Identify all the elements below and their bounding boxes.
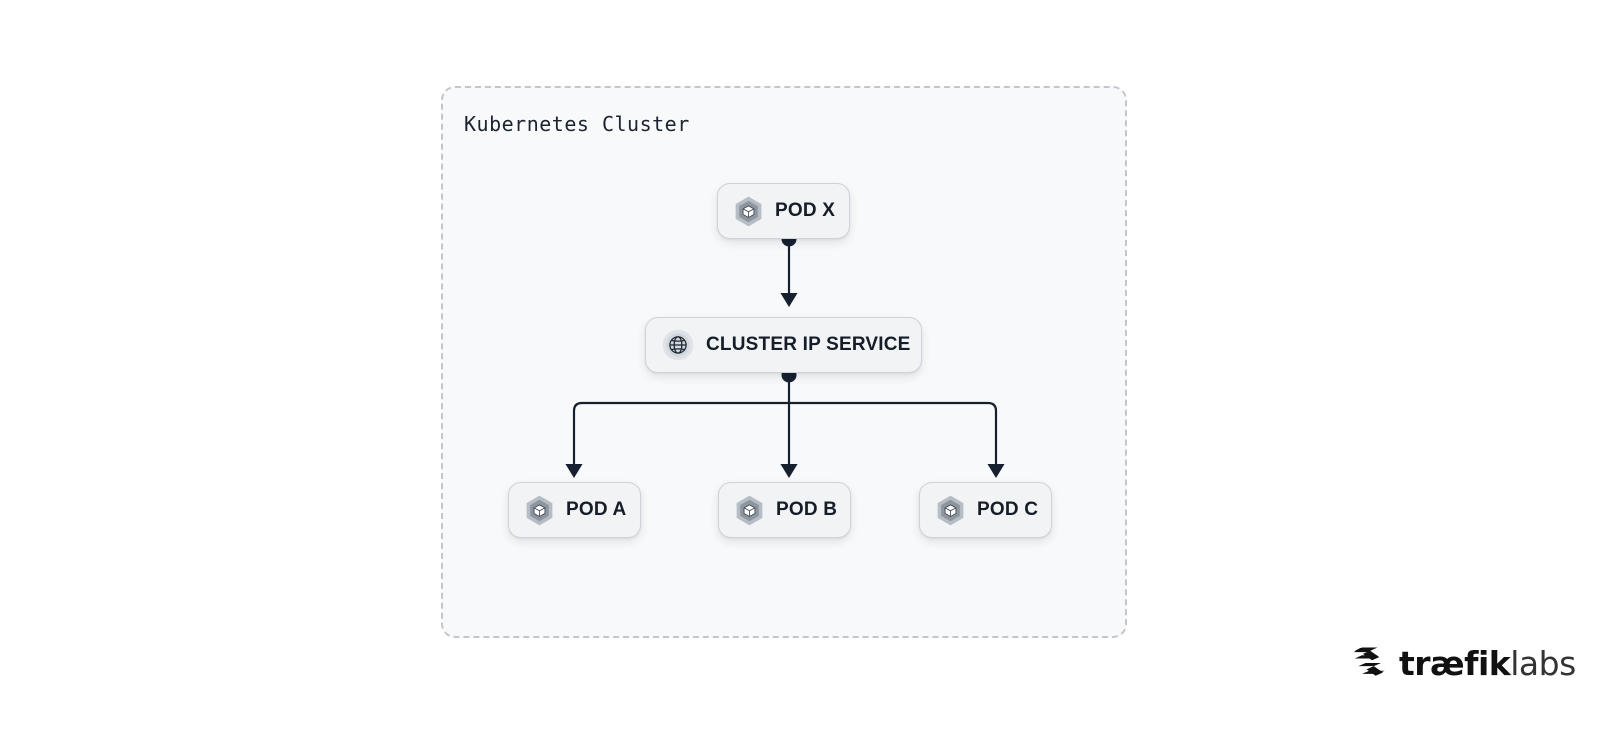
traefik-chevrons-icon — [1352, 647, 1399, 679]
node-label: POD X — [775, 200, 836, 221]
cluster-title: Kubernetes Cluster — [464, 112, 690, 136]
node-label: POD C — [977, 499, 1039, 520]
logo-wordmark: træfiklabs — [1399, 647, 1576, 680]
node-cluster-ip-service[interactable]: CLUSTER IP SERVICE — [645, 317, 922, 373]
kubernetes-pod-hexagon-icon — [733, 494, 766, 527]
node-pod-b[interactable]: POD B — [718, 482, 851, 538]
node-pod-c[interactable]: POD C — [919, 482, 1052, 538]
logo-brand-light: labs — [1510, 643, 1576, 683]
logo-brand-bold: træfik — [1399, 643, 1511, 683]
node-label: CLUSTER IP SERVICE — [706, 334, 911, 355]
kubernetes-pod-hexagon-icon — [934, 494, 967, 527]
traefik-labs-logo: træfiklabs — [1352, 643, 1576, 683]
globe-icon — [660, 327, 696, 363]
kubernetes-pod-hexagon-icon — [732, 195, 765, 228]
node-pod-x[interactable]: POD X — [717, 183, 850, 239]
node-label: POD B — [776, 499, 838, 520]
kubernetes-pod-hexagon-icon — [523, 494, 556, 527]
node-pod-a[interactable]: POD A — [508, 482, 641, 538]
node-label: POD A — [566, 499, 627, 520]
